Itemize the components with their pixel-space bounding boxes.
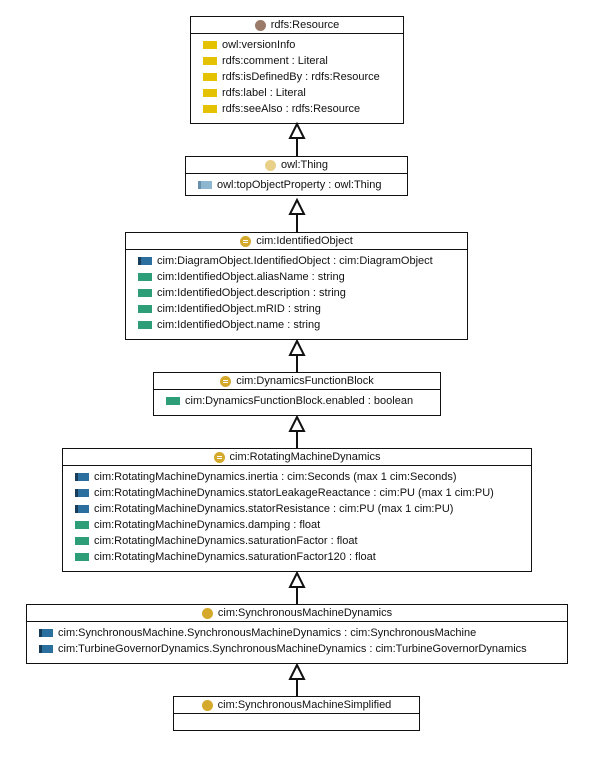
class-name: cim:IdentifiedObject	[256, 235, 353, 247]
abstract-class-icon	[220, 375, 232, 387]
abstract-class-icon	[240, 235, 252, 247]
class-header: cim:IdentifiedObject	[126, 233, 467, 250]
inheritance-arrowhead	[288, 414, 306, 432]
annotation-property-icon	[203, 73, 217, 81]
property-row: cim:SynchronousMachine.SynchronousMachin…	[27, 625, 567, 641]
class-box-rotating-machine-dynamics[interactable]: cim:RotatingMachineDynamics cim:Rotating…	[62, 448, 532, 572]
property-label: rdfs:seeAlso : rdfs:Resource	[222, 103, 361, 115]
property-label: rdfs:comment : Literal	[222, 55, 328, 67]
inheritance-arrowhead	[288, 570, 306, 588]
property-row: cim:RotatingMachineDynamics.inertia : ci…	[63, 469, 531, 485]
property-label: cim:IdentifiedObject.description : strin…	[157, 287, 346, 299]
property-label: cim:DynamicsFunctionBlock.enabled : bool…	[185, 395, 414, 407]
property-row: rdfs:isDefinedBy : rdfs:Resource	[191, 69, 403, 85]
object-property-icon	[39, 629, 53, 637]
property-row: cim:IdentifiedObject.description : strin…	[126, 285, 467, 301]
property-row: cim:IdentifiedObject.mRID : string	[126, 301, 467, 317]
annotation-property-icon	[203, 105, 217, 113]
datatype-property-icon	[75, 553, 89, 561]
class-header: cim:SynchronousMachineDynamics	[27, 605, 567, 622]
property-row: owl:versionInfo	[191, 37, 403, 53]
property-label: owl:versionInfo	[222, 39, 296, 51]
property-row: cim:DiagramObject.IdentifiedObject : cim…	[126, 253, 467, 269]
inheritance-arrowhead	[288, 121, 306, 139]
property-row: cim:RotatingMachineDynamics.saturationFa…	[63, 549, 531, 565]
annotation-property-icon	[203, 57, 217, 65]
property-row: rdfs:label : Literal	[191, 85, 403, 101]
property-row: cim:DynamicsFunctionBlock.enabled : bool…	[154, 393, 440, 409]
property-label: cim:SynchronousMachine.SynchronousMachin…	[58, 627, 477, 639]
property-row: cim:IdentifiedObject.aliasName : string	[126, 269, 467, 285]
class-name: rdfs:Resource	[270, 19, 340, 31]
class-name: cim:RotatingMachineDynamics	[229, 451, 381, 463]
property-label: cim:RotatingMachineDynamics.saturationFa…	[94, 551, 376, 563]
datatype-property-icon	[75, 537, 89, 545]
property-label: rdfs:label : Literal	[222, 87, 306, 99]
class-header: cim:RotatingMachineDynamics	[63, 449, 531, 466]
property-label: cim:RotatingMachineDynamics.inertia : ci…	[94, 471, 457, 483]
resource-dot-icon	[254, 19, 266, 31]
object-property-icon	[138, 257, 152, 265]
datatype-property-icon	[75, 521, 89, 529]
property-row: cim:RotatingMachineDynamics.statorLeakag…	[63, 485, 531, 501]
class-name: owl:Thing	[280, 159, 329, 171]
annotation-property-icon	[203, 89, 217, 97]
datatype-property-icon	[138, 321, 152, 329]
property-row: cim:RotatingMachineDynamics.statorResist…	[63, 501, 531, 517]
property-label: cim:RotatingMachineDynamics.statorResist…	[94, 503, 454, 515]
property-label: cim:RotatingMachineDynamics.damping : fl…	[94, 519, 321, 531]
class-header: cim:DynamicsFunctionBlock	[154, 373, 440, 390]
property-row: cim:TurbineGovernorDynamics.SynchronousM…	[27, 641, 567, 657]
object-property-icon	[75, 505, 89, 513]
class-icon	[201, 607, 213, 619]
datatype-property-icon	[138, 289, 152, 297]
class-box-rdfs-resource[interactable]: rdfs:Resource owl:versionInfo rdfs:comme…	[190, 16, 404, 124]
property-label: cim:RotatingMachineDynamics.saturationFa…	[94, 535, 358, 547]
class-name: cim:SynchronousMachineDynamics	[217, 607, 393, 619]
class-box-owl-thing[interactable]: owl:Thing owl:topObjectProperty : owl:Th…	[185, 156, 408, 196]
class-name: cim:SynchronousMachineSimplified	[217, 699, 392, 711]
class-box-dynamics-function-block[interactable]: cim:DynamicsFunctionBlock cim:DynamicsFu…	[153, 372, 441, 416]
property-row: owl:topObjectProperty : owl:Thing	[186, 177, 407, 193]
class-name: cim:DynamicsFunctionBlock	[236, 375, 374, 387]
abstract-class-icon	[213, 451, 225, 463]
inheritance-arrowhead	[288, 197, 306, 215]
property-label: cim:IdentifiedObject.aliasName : string	[157, 271, 345, 283]
property-row: cim:IdentifiedObject.name : string	[126, 317, 467, 333]
class-box-identified-object[interactable]: cim:IdentifiedObject cim:DiagramObject.I…	[125, 232, 468, 340]
class-box-synchronous-machine-simplified[interactable]: cim:SynchronousMachineSimplified	[173, 696, 420, 731]
object-property-icon	[39, 645, 53, 653]
object-property-icon	[75, 489, 89, 497]
property-row: cim:RotatingMachineDynamics.saturationFa…	[63, 533, 531, 549]
property-label: cim:DiagramObject.IdentifiedObject : cim…	[157, 255, 433, 267]
datatype-property-icon	[166, 397, 180, 405]
property-row: rdfs:comment : Literal	[191, 53, 403, 69]
property-label: owl:topObjectProperty : owl:Thing	[217, 179, 382, 191]
property-row: cim:RotatingMachineDynamics.damping : fl…	[63, 517, 531, 533]
property-row: rdfs:seeAlso : rdfs:Resource	[191, 101, 403, 117]
property-label: cim:TurbineGovernorDynamics.SynchronousM…	[58, 643, 527, 655]
class-header: owl:Thing	[186, 157, 407, 174]
property-label: cim:RotatingMachineDynamics.statorLeakag…	[94, 487, 494, 499]
class-header: cim:SynchronousMachineSimplified	[174, 697, 419, 714]
inheritance-arrowhead	[288, 662, 306, 680]
object-property-icon	[198, 181, 212, 189]
class-icon	[201, 699, 213, 711]
annotation-property-icon	[203, 41, 217, 49]
property-label: cim:IdentifiedObject.name : string	[157, 319, 321, 331]
class-header: rdfs:Resource	[191, 17, 403, 34]
datatype-property-icon	[138, 305, 152, 313]
property-label: rdfs:isDefinedBy : rdfs:Resource	[222, 71, 380, 83]
datatype-property-icon	[138, 273, 152, 281]
inheritance-arrowhead	[288, 338, 306, 356]
thing-dot-icon	[264, 159, 276, 171]
object-property-icon	[75, 473, 89, 481]
property-label: cim:IdentifiedObject.mRID : string	[157, 303, 321, 315]
